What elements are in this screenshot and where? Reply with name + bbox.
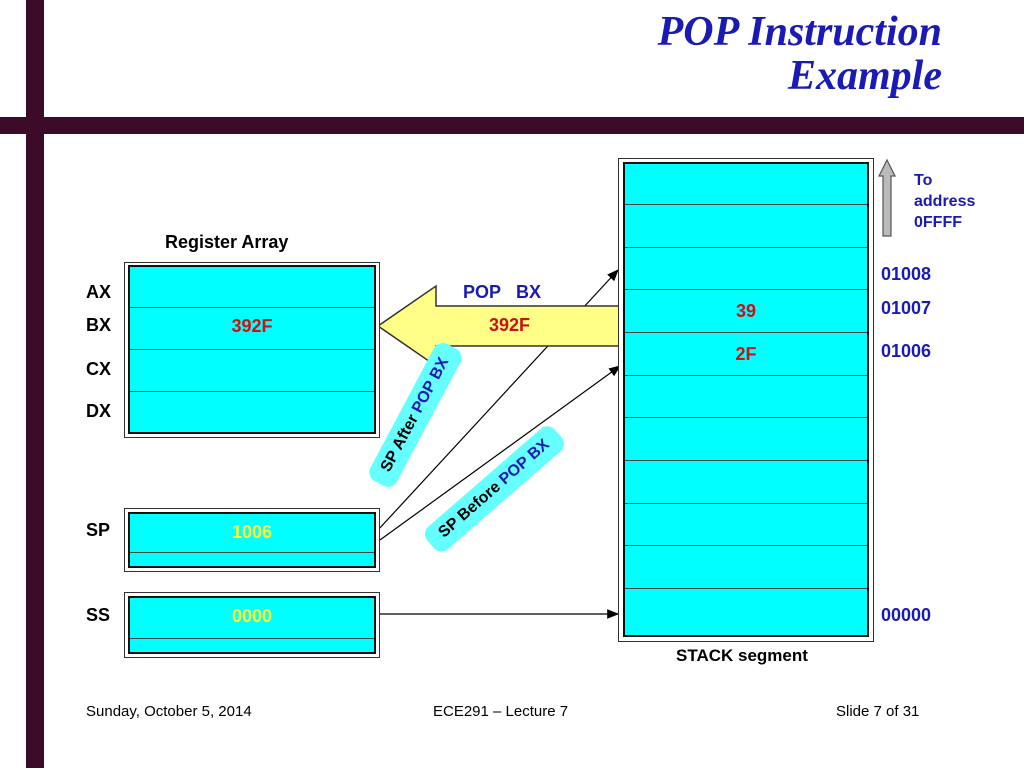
slide-title: POP Instruction Example (658, 10, 942, 98)
stack-value-01006: 2F (735, 344, 757, 364)
address-00000: 00000 (881, 605, 932, 625)
bx-value: 392F (231, 316, 273, 336)
register-array: 392F (128, 265, 376, 434)
instruction-label: POP BX (463, 282, 541, 303)
horizontal-bar (0, 117, 1024, 134)
footer-date: Sunday, October 5, 2014 (86, 703, 252, 720)
address-01008: 01008 (881, 264, 932, 284)
stack-divider (625, 588, 867, 589)
register-divider (130, 391, 374, 392)
register-divider (130, 349, 374, 350)
to-address-note: To address 0FFFF (914, 170, 975, 233)
title-line-1: POP Instruction (657, 9, 942, 55)
footer-slide-number: Slide 7 of 31 (836, 703, 920, 720)
address-01007: 01007 (881, 298, 932, 318)
sp-divider (130, 552, 374, 553)
stack-divider (625, 332, 867, 333)
sp-register: 1006 (128, 512, 376, 568)
ss-divider (130, 638, 374, 639)
stack-value-01007: 39 (735, 301, 757, 321)
sp-value: 1006 (231, 522, 273, 542)
stack-divider (625, 247, 867, 248)
instruction-operand: BX (516, 282, 542, 302)
ax-label: AX (86, 282, 112, 302)
to-address-line-1: To (914, 172, 933, 189)
stack-divider (625, 375, 867, 376)
stack-divider (625, 289, 867, 290)
stack-divider (625, 460, 867, 461)
to-address-line-3: 0FFFF (914, 214, 962, 231)
address-01006: 01006 (881, 341, 932, 361)
ss-register: 0000 (128, 596, 376, 654)
bx-label: BX (86, 315, 112, 335)
line-sp-before (379, 365, 621, 541)
stack-divider (625, 545, 867, 546)
instruction-op: POP (463, 282, 502, 302)
stack-divider (625, 503, 867, 504)
stack-divider (625, 417, 867, 418)
arrow-value: 392F (489, 315, 531, 335)
footer-course: ECE291 – Lecture 7 (433, 703, 569, 720)
to-address-line-2: address (914, 193, 976, 210)
dx-label: DX (86, 401, 112, 421)
title-line-2: Example (788, 53, 942, 99)
stack-caption: STACK segment (676, 646, 808, 665)
stack-segment: 39 2F (623, 162, 869, 637)
ss-label: SS (86, 605, 111, 625)
stack-divider (625, 204, 867, 205)
register-divider (130, 307, 374, 308)
cx-label: CX (86, 359, 112, 379)
register-array-heading: Register Array (165, 232, 289, 252)
ss-value: 0000 (231, 606, 273, 626)
sp-label: SP (86, 520, 111, 540)
vertical-bar (26, 0, 44, 768)
up-arrow-icon (878, 158, 896, 237)
